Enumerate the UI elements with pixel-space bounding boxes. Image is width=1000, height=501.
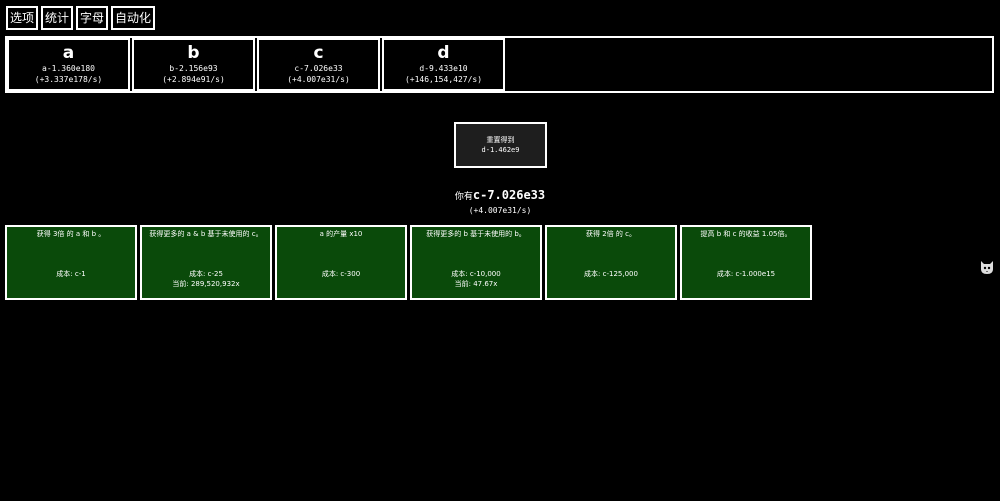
currency-display: 你有c-7.026e33 (+4.007e31/s): [400, 187, 600, 216]
tab-letters[interactable]: 字母: [76, 6, 109, 30]
upgrade-desc: a 的产量 x10: [319, 230, 363, 238]
letter-d-amount: d-9.433e10: [419, 64, 468, 73]
letter-b-rate: (+2.894e91/s): [162, 75, 225, 84]
letter-a-name: a: [62, 43, 75, 63]
upgrade-3[interactable]: a 的产量 x10 成本: c-300: [275, 225, 407, 300]
upgrade-cost: 成本: c-125,000: [584, 270, 638, 278]
upgrade-desc: 获得 3倍 的 a 和 b 。: [36, 230, 106, 238]
upgrades-row: 获得 3倍 的 a 和 b 。 成本: c-1 获得更多的 a & b 基于未使…: [5, 225, 812, 300]
upgrade-cost: 成本: c-25: [189, 270, 223, 278]
letters-bar: a a-1.360e180 (+3.337e178/s) b b-2.156e9…: [5, 36, 994, 93]
upgrade-5[interactable]: 获得 2倍 的 c。 成本: c-125,000: [545, 225, 677, 300]
tab-stats[interactable]: 统计: [41, 6, 74, 30]
letter-c-panel[interactable]: c c-7.026e33 (+4.007e31/s): [257, 38, 380, 91]
letter-d-panel[interactable]: d d-9.433e10 (+146,154,427/s): [382, 38, 505, 91]
letter-d-rate: (+146,154,427/s): [404, 75, 483, 84]
upgrade-1[interactable]: 获得 3倍 的 a 和 b 。 成本: c-1: [5, 225, 137, 300]
cat-icon[interactable]: [979, 259, 995, 275]
letter-a-rate: (+3.337e178/s): [34, 75, 103, 84]
currency-rate: (+4.007e31/s): [468, 206, 532, 215]
currency-value: c-7.026e33: [472, 188, 546, 202]
upgrade-desc: 获得更多的 b 基于未使用的 b。: [426, 230, 526, 238]
reset-button[interactable]: 重置得到 d-1.462e9: [454, 122, 547, 168]
upgrade-cost: 成本: c-1.000e15: [716, 270, 776, 278]
letter-b-name: b: [187, 43, 200, 63]
reset-label: 重置得到: [486, 136, 515, 144]
reset-gain: d-1.462e9: [481, 146, 520, 154]
letter-c-rate: (+4.007e31/s): [287, 75, 350, 84]
upgrade-2[interactable]: 获得更多的 a & b 基于未使用的 c。 成本: c-25 当前: 289,5…: [140, 225, 272, 300]
upgrade-6[interactable]: 提高 b 和 c 的收益 1.05倍。 成本: c-1.000e15: [680, 225, 812, 300]
upgrade-cost: 成本: c-1: [56, 270, 86, 278]
letter-a-panel[interactable]: a a-1.360e180 (+3.337e178/s): [7, 38, 130, 91]
upgrade-cost: 成本: c-10,000: [451, 270, 501, 278]
letter-b-amount: b-2.156e93: [169, 64, 218, 73]
upgrade-desc: 获得更多的 a & b 基于未使用的 c。: [149, 230, 263, 238]
letter-c-amount: c-7.026e33: [294, 64, 343, 73]
currency-line: 你有c-7.026e33: [400, 187, 600, 205]
upgrade-current: 当前: 47.67x: [454, 280, 498, 288]
upgrade-current: 当前: 289,520,932x: [172, 280, 240, 288]
upgrade-desc: 获得 2倍 的 c。: [586, 230, 636, 238]
tab-automation[interactable]: 自动化: [111, 6, 156, 30]
upgrade-4[interactable]: 获得更多的 b 基于未使用的 b。 成本: c-10,000 当前: 47.67…: [410, 225, 542, 300]
top-tabs: 选项 统计 字母 自动化: [6, 6, 156, 30]
letter-d-name: d: [437, 43, 450, 63]
tab-options[interactable]: 选项: [6, 6, 39, 30]
letter-b-panel[interactable]: b b-2.156e93 (+2.894e91/s): [132, 38, 255, 91]
letter-c-name: c: [313, 43, 324, 63]
upgrade-desc: 提高 b 和 c 的收益 1.05倍。: [700, 230, 792, 238]
letter-a-amount: a-1.360e180: [42, 64, 95, 73]
currency-prefix: 你有: [454, 192, 473, 202]
upgrade-cost: 成本: c-300: [321, 270, 361, 278]
